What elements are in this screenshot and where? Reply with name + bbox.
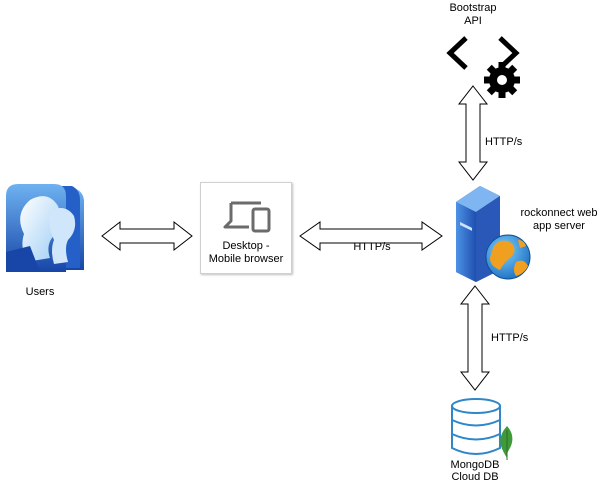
- arrow-users-browser: [101, 220, 193, 252]
- db-label-line2: Cloud DB: [451, 471, 499, 483]
- server-label-line2: app server: [533, 220, 585, 232]
- arrow-server-db: [459, 285, 491, 391]
- browser-label-line1: Desktop -: [222, 240, 270, 252]
- code-gear-icon: [446, 36, 520, 98]
- database-leaf-icon: [451, 398, 513, 460]
- api-label-line1: Bootstrap: [449, 2, 497, 14]
- server-label-line1: rockonnect web: [520, 207, 598, 219]
- edge-label-server-db: HTTP/s: [491, 332, 529, 344]
- users-icon: [6, 184, 84, 272]
- browser-node: Desktop - Mobile browser: [200, 182, 292, 274]
- browser-label-line2: Mobile browser: [208, 253, 284, 265]
- arrow-browser-server: [299, 221, 443, 251]
- api-label-line2: API: [464, 15, 482, 27]
- devices-icon: [223, 201, 271, 233]
- server-globe-icon: [456, 186, 531, 282]
- edge-label-browser-server: HTTP/s: [353, 241, 391, 253]
- edge-label-server-api: HTTP/s: [485, 136, 523, 148]
- arrow-server-api: [457, 85, 489, 181]
- users-label: Users: [26, 286, 55, 298]
- db-label-line1: MongoDB: [450, 459, 500, 471]
